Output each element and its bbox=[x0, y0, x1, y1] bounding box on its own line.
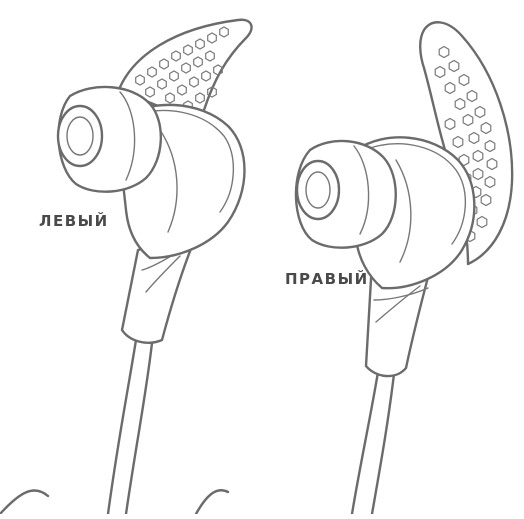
left-label: ЛЕВЫЙ bbox=[39, 212, 109, 230]
right-ear-tip-opening bbox=[297, 161, 339, 219]
left-cable-edge bbox=[126, 343, 152, 514]
right-label: ПРАВЫЙ bbox=[285, 270, 369, 288]
left-cable bbox=[108, 340, 136, 514]
left-earbud bbox=[58, 20, 252, 514]
bottom-cable-curve-mid bbox=[196, 490, 228, 514]
right-cable-edge bbox=[372, 374, 394, 514]
left-ear-tip-opening bbox=[58, 106, 102, 166]
bottom-cable-curve-left bbox=[0, 490, 48, 514]
right-cable bbox=[352, 372, 378, 514]
right-earbud bbox=[296, 22, 512, 514]
